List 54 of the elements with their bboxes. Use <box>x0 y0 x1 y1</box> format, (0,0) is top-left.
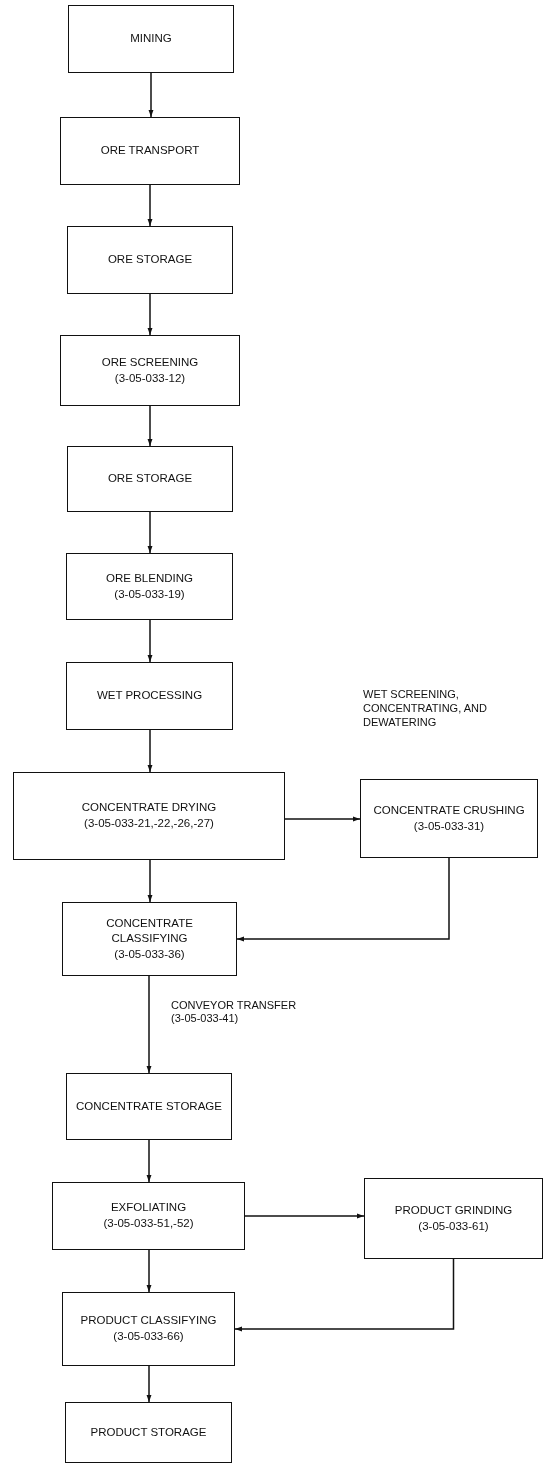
process-name: PRODUCT STORAGE <box>90 1424 207 1440</box>
process-box <box>67 446 233 512</box>
arrow <box>146 1249 152 1293</box>
arrow <box>146 1139 152 1183</box>
process-code: (3-05-033-61) <box>418 1218 489 1234</box>
process-code: (3-05-033-31) <box>413 818 485 834</box>
process-box <box>60 335 240 406</box>
process-box <box>66 553 233 620</box>
arrow <box>244 1213 365 1219</box>
process-box <box>66 1073 232 1140</box>
process-name: ORE STORAGE <box>107 471 193 487</box>
process-code: (3-05-033-51,-52) <box>103 1216 194 1231</box>
process-name: WET PROCESSING <box>96 688 203 704</box>
arrow <box>284 816 361 822</box>
arrow <box>147 619 153 663</box>
process-code: (3-05-033-66) <box>113 1329 184 1344</box>
arrow <box>234 1258 455 1332</box>
arrow <box>147 184 153 227</box>
arrow <box>146 1365 152 1403</box>
process-name: CONCENTRATE STORAGE <box>76 1098 222 1114</box>
arrow <box>147 293 153 336</box>
arrow <box>147 405 153 447</box>
process-name: MINING <box>130 31 172 47</box>
arrow <box>147 511 153 554</box>
process-name: CONCENTRATE CLASSIFYING <box>105 915 194 947</box>
process-box <box>52 1182 245 1250</box>
process-name: PRODUCT GRINDING <box>394 1203 513 1218</box>
process-box <box>360 779 538 858</box>
process-code: (3-05-033-12) <box>114 370 186 386</box>
process-name: PRODUCT CLASSIFYING <box>80 1313 217 1329</box>
process-box <box>60 117 240 185</box>
process-name: ORE TRANSPORT <box>100 143 200 159</box>
process-name: ORE SCREENING <box>101 355 199 370</box>
process-name: CONCENTRATE CRUSHING <box>373 803 525 818</box>
process-code: (3-05-033-19) <box>114 586 185 602</box>
process-box <box>62 902 237 976</box>
process-box <box>62 1292 235 1366</box>
process-name: ORE STORAGE <box>107 252 193 268</box>
process-box <box>65 1402 232 1463</box>
process-box <box>66 662 233 730</box>
arrow <box>148 72 154 118</box>
process-name: CONCENTRATE DRYING <box>81 800 217 816</box>
arrow <box>146 975 152 1074</box>
process-box <box>13 772 285 860</box>
arrow <box>147 729 153 773</box>
process-name: ORE BLENDING <box>106 571 193 586</box>
process-box <box>67 226 233 294</box>
process-box <box>364 1178 543 1259</box>
arrow <box>147 859 153 903</box>
process-code: (3-05-033-36) <box>114 946 185 962</box>
process-box <box>68 5 234 73</box>
process-code: (3-05-033-21,-22,-26,-27) <box>84 816 214 831</box>
process-name: EXFOLIATING <box>110 1200 187 1216</box>
arrow <box>236 857 450 942</box>
